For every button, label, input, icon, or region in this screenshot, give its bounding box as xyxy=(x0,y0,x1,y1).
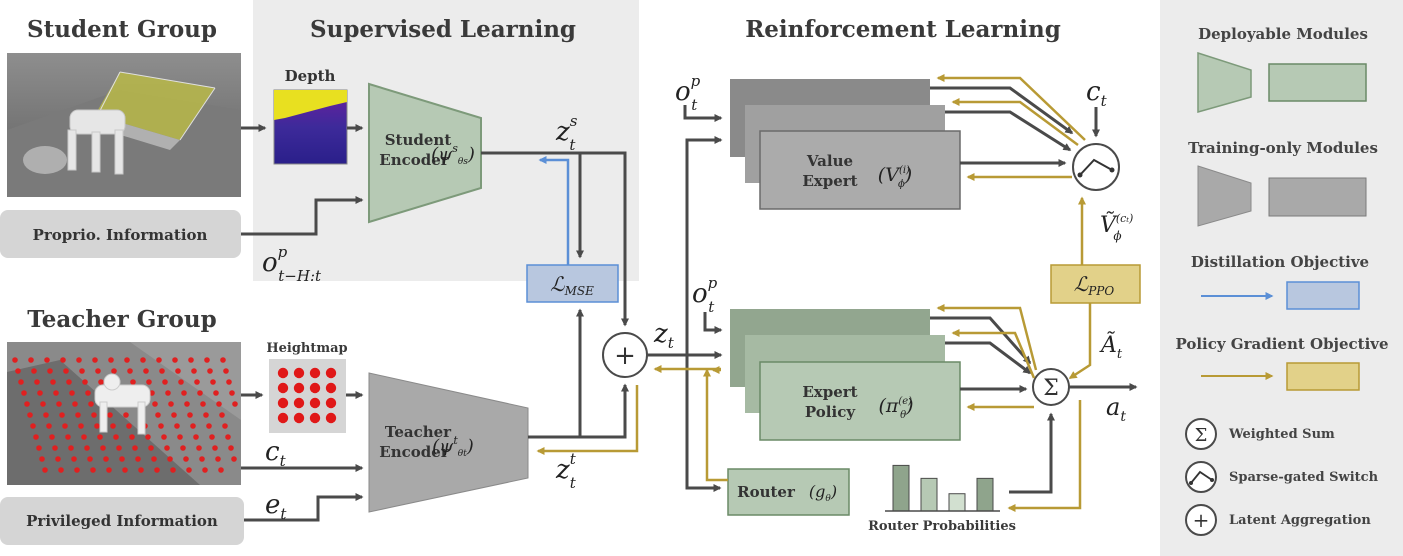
legend-distillation-rect xyxy=(1286,281,1360,310)
expert-policy-label-2: Policy xyxy=(805,403,856,421)
teacher-sim-image xyxy=(7,342,241,485)
expert-policy-label-1: Expert xyxy=(802,383,857,401)
heightmap-image xyxy=(269,359,346,433)
value-expert xyxy=(759,130,961,210)
e-t: et xyxy=(265,490,287,523)
mse-loss-label: ℒMSE xyxy=(550,272,594,298)
router-probability-bar xyxy=(976,477,994,512)
legend-deployable-rect xyxy=(1268,63,1367,102)
heading-student-group: Student Group xyxy=(27,16,217,43)
legend-deployable-trapezoid xyxy=(1197,51,1252,113)
legend-sum-glyph: Σ xyxy=(1195,425,1208,446)
router-probabilities-label: Router Probabilities xyxy=(868,519,1016,534)
legend-training-rect xyxy=(1268,177,1367,217)
legend-sparse-switch: Sparse-gated Switch xyxy=(1229,470,1379,485)
legend-plus-glyph: + xyxy=(1193,508,1210,532)
heading-teacher-group: Teacher Group xyxy=(27,306,216,333)
router-probability-bar xyxy=(892,464,910,512)
legend-weighted-sum-icon xyxy=(1185,418,1217,450)
value-expert-label-2: Expert xyxy=(802,172,857,190)
ppo-loss-label: ℒPPO xyxy=(1074,272,1115,298)
ppo-loss-box xyxy=(1050,264,1141,304)
teacher-encoder xyxy=(368,372,529,513)
legend-policy-gradient: Policy Gradient Objective xyxy=(1175,335,1388,353)
privileged-info-label: Privileged Information xyxy=(26,512,218,530)
depth-label: Depth xyxy=(285,67,336,85)
heightmap-label: Heightmap xyxy=(266,341,347,356)
blue-arrows xyxy=(538,156,570,265)
v-tilde: Ṽ(cₜ)ϕ xyxy=(1100,210,1133,243)
heading-supervised-learning: Supervised Learning xyxy=(310,16,576,43)
a-tilde: Ãt xyxy=(1099,330,1123,362)
a-t: at xyxy=(1106,393,1126,425)
teacher-encoder-param: (ψtθt) xyxy=(432,434,474,459)
heading-reinforcement-learning: Reinforcement Learning xyxy=(745,16,1061,43)
legend-training-trapezoid xyxy=(1197,165,1252,227)
proprio-info-box xyxy=(0,210,241,258)
value-expert-label-1: Value xyxy=(806,152,853,170)
student-encoder-label-2: Encoder xyxy=(379,151,450,169)
router-probability-bar xyxy=(920,477,938,512)
c-t-rl: ct xyxy=(1086,77,1108,110)
student-encoder-label-1: Student xyxy=(385,131,452,149)
router-module xyxy=(727,468,850,516)
expert-policy-param: (π(e)θ) xyxy=(878,395,913,421)
gold-arrows xyxy=(536,74,1092,512)
legend-latent-aggregation: Latent Aggregation xyxy=(1229,513,1371,528)
teacher-encoder-label-2: Encoder xyxy=(379,443,450,461)
student-encoder xyxy=(368,82,482,224)
legend-policy-gradient-rect xyxy=(1286,362,1360,391)
expert-policy xyxy=(759,361,961,441)
sum-symbol: Σ xyxy=(1043,376,1059,401)
z-t: zt xyxy=(653,319,675,352)
depth-image xyxy=(273,89,348,165)
value-expert-param: (V(i)ϕ) xyxy=(878,164,912,190)
student-sim-image xyxy=(7,53,241,197)
router-param: (gθ) xyxy=(809,482,837,504)
dark-arrows xyxy=(241,86,1138,522)
legend-sparse-switch-icon xyxy=(1185,461,1217,493)
sparse-gated-switch-node xyxy=(1072,143,1120,191)
proprio-info-label: Proprio. Information xyxy=(33,226,208,244)
plus-symbol: + xyxy=(614,341,636,371)
router-label: Router xyxy=(737,483,796,501)
c-t-teacher: ct xyxy=(265,437,287,470)
teacher-encoder-label-1: Teacher xyxy=(385,423,452,441)
privileged-info-box xyxy=(0,497,244,545)
legend-distillation: Distillation Objective xyxy=(1191,253,1369,271)
mse-loss-box xyxy=(526,264,619,303)
legend-deployable: Deployable Modules xyxy=(1198,25,1368,43)
legend-weighted-sum: Weighted Sum xyxy=(1228,427,1335,442)
router-probability-bar xyxy=(948,493,966,512)
router-probability-bars xyxy=(892,464,994,512)
legend-latent-aggregation-icon xyxy=(1185,504,1217,536)
legend-training-only: Training-only Modules xyxy=(1188,139,1378,157)
